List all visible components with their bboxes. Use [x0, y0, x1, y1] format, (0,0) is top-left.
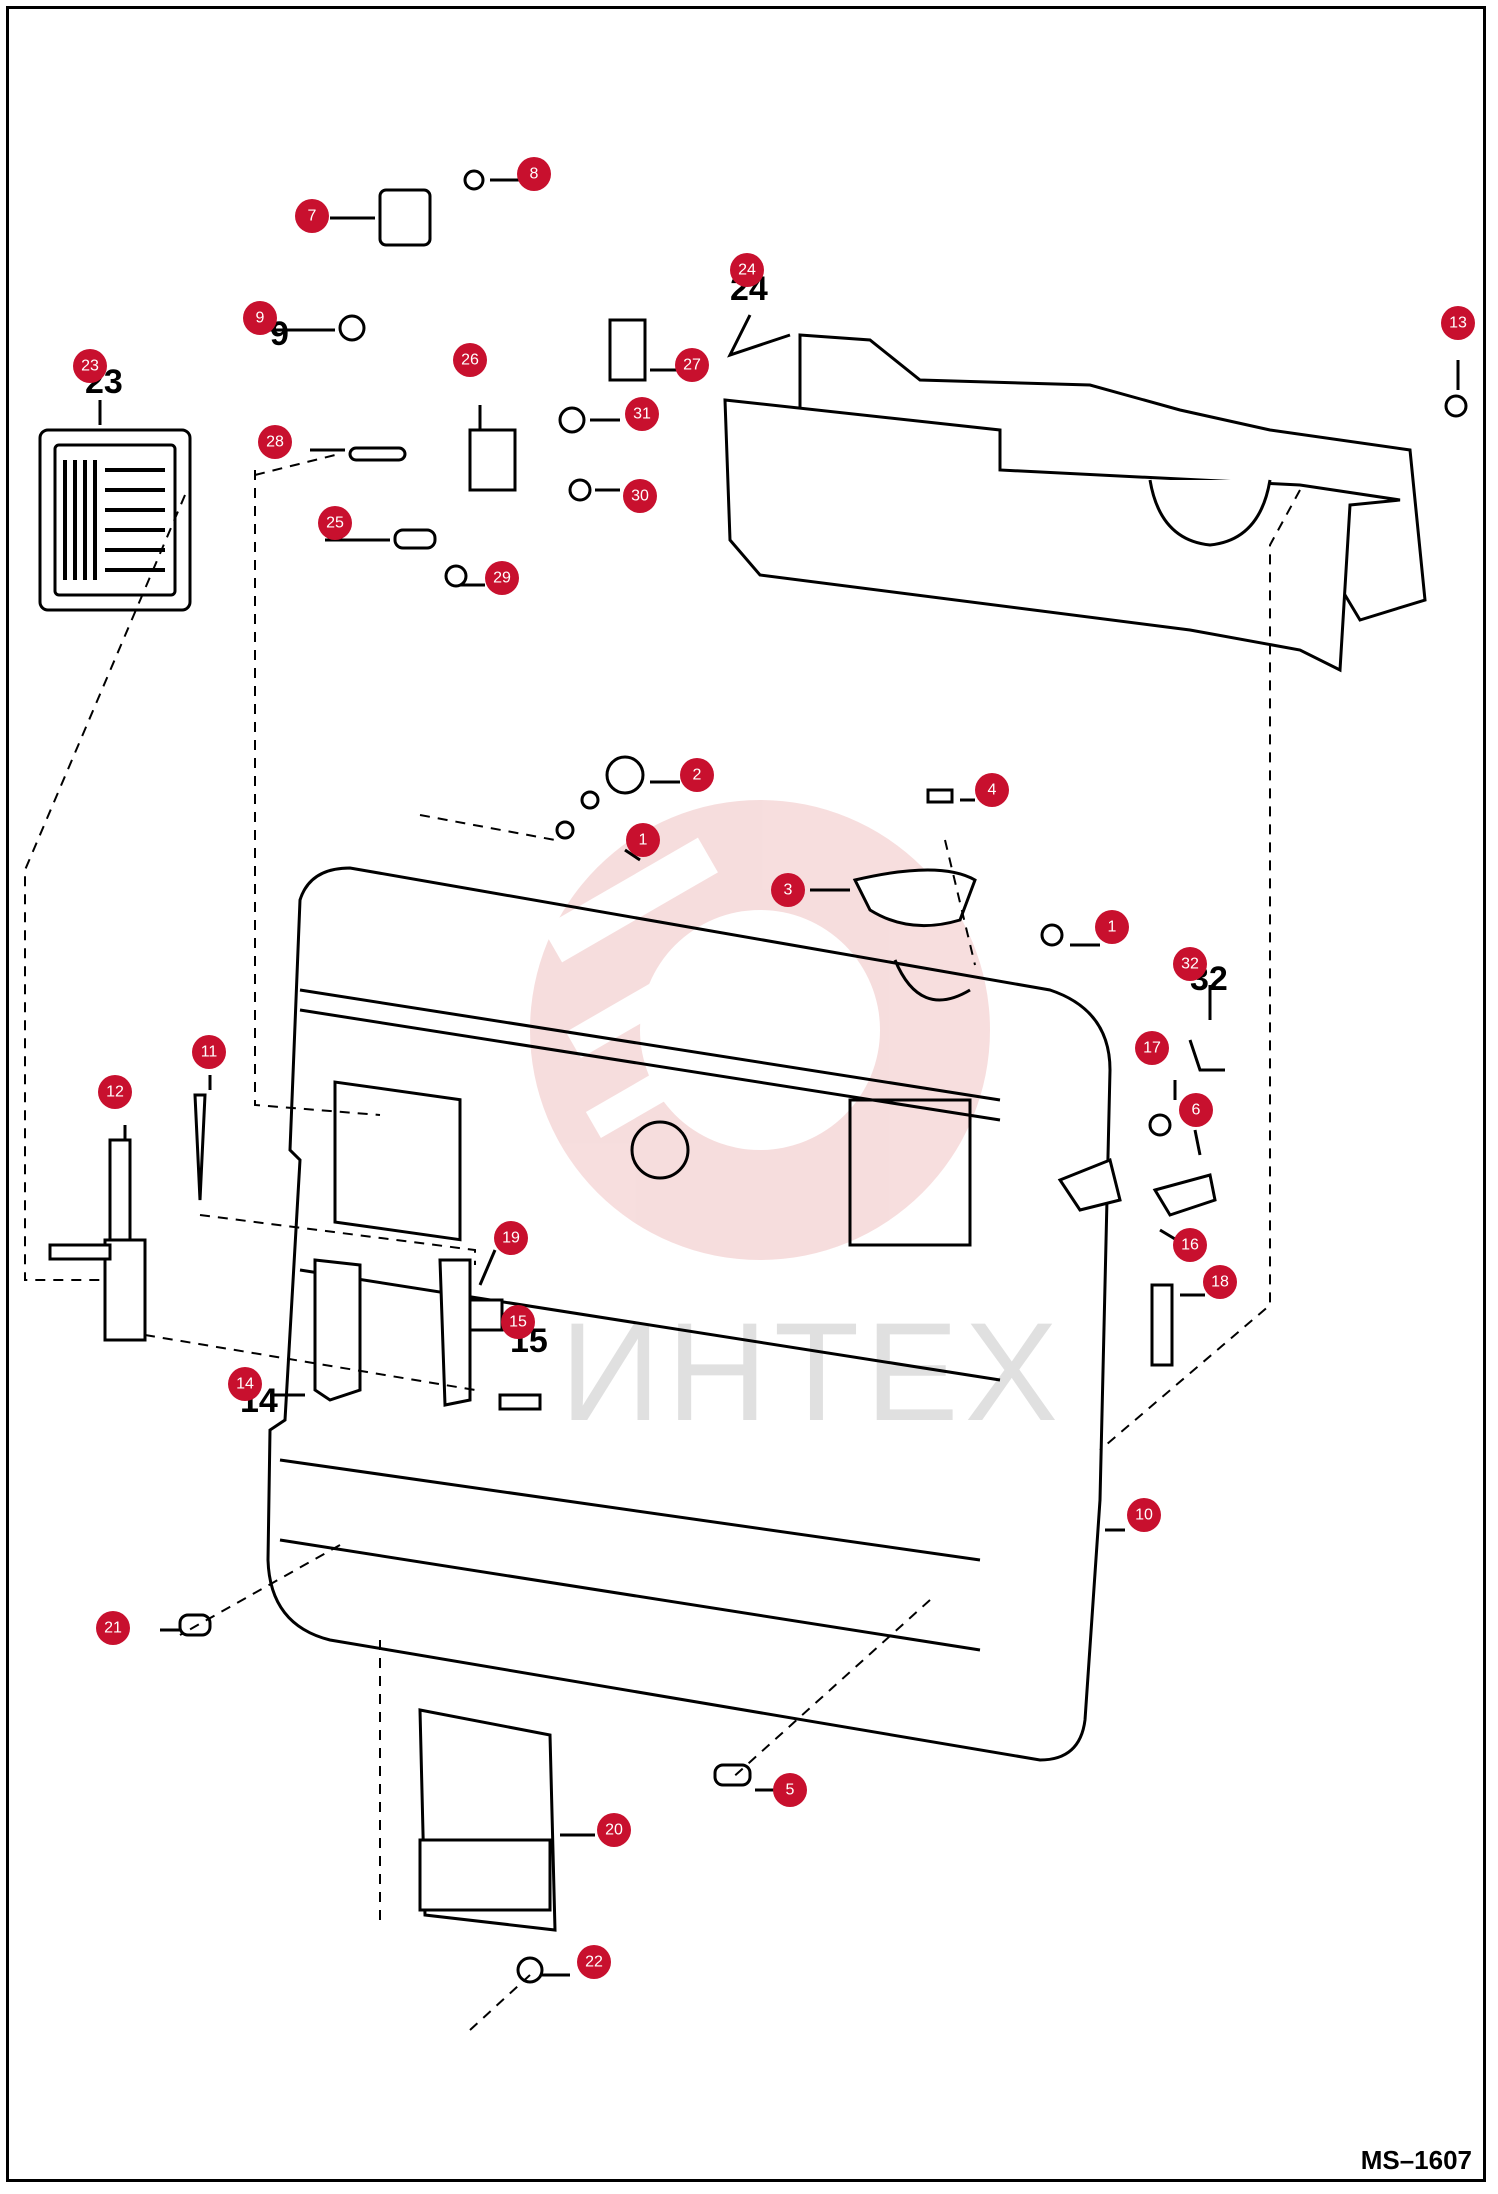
- leader-lines: [24, 454, 1301, 2031]
- callout-2-bubble: [680, 758, 714, 792]
- callout-18: 18: [1211, 1274, 1229, 1291]
- callout-1a-bubble: [626, 823, 660, 857]
- callout-5-bubble: [773, 1773, 807, 1807]
- callout-21-bubble: [96, 1611, 130, 1645]
- callout-22-bubble: [577, 1945, 611, 1979]
- callout-9: 9: [256, 310, 265, 327]
- callout-3-bubble: [771, 873, 805, 907]
- callout-11-bubble: [192, 1035, 226, 1069]
- callout-15-bubble: [501, 1305, 535, 1339]
- callout-10: 10: [1135, 1507, 1153, 1524]
- callout-32-bubble: [1173, 947, 1207, 981]
- callout-16-bubble: [1173, 1228, 1207, 1262]
- callout-28: 28: [266, 434, 284, 451]
- callout-15: 15: [509, 1314, 527, 1331]
- callout-12-bubble: [98, 1075, 132, 1109]
- callout-29-bubble: [485, 561, 519, 595]
- watermark-text: ИНТЕХ: [560, 1293, 1064, 1450]
- callout-4-bubble: [975, 773, 1009, 807]
- callout-27: 27: [683, 357, 701, 374]
- callout-25-bubble: [318, 506, 352, 540]
- callout-7-bubble: [295, 199, 329, 233]
- callout-29: 29: [493, 570, 511, 587]
- callout-30-bubble: [623, 479, 657, 513]
- callout-28-bubble: [258, 425, 292, 459]
- callout-20-bubble: [597, 1813, 631, 1847]
- main-console-panel: [266, 866, 1112, 1762]
- diagram-frame: [6, 6, 1486, 2182]
- callout-23: 23: [81, 358, 99, 375]
- callout-5: 5: [786, 1782, 795, 1799]
- callout-1b: 1: [1108, 919, 1117, 936]
- callout-24: 24: [738, 262, 756, 279]
- callout-23-bubble: [73, 349, 107, 383]
- callout-24-bubble: [730, 253, 764, 287]
- callout-27-bubble: [675, 348, 709, 382]
- solid-leaders: [98, 178, 1460, 1977]
- callout-13-bubble: [1441, 306, 1475, 340]
- callout-18-bubble: [1203, 1265, 1237, 1299]
- callout-14: 14: [236, 1376, 254, 1393]
- callout-25: 25: [326, 515, 344, 532]
- callout-17: 17: [1143, 1040, 1161, 1057]
- callout-17-bubble: [1135, 1031, 1169, 1065]
- figure-code: MS–1607: [1360, 2145, 1472, 2175]
- callout-8-bubble: [517, 157, 551, 191]
- callout-13: 13: [1449, 315, 1467, 332]
- callout-32: 32: [1181, 956, 1199, 973]
- watermark-logo: [530, 800, 990, 1260]
- callouts: 7 8 9 23 26 27 28 31 30 25 29 24 13 2 4 …: [73, 157, 1475, 1979]
- callout-6: 6: [1192, 1102, 1201, 1119]
- rear-panel-cover: [723, 333, 1427, 673]
- callout-20: 20: [605, 1822, 623, 1839]
- callout-9-bubble: [243, 301, 277, 335]
- callout-6-bubble: [1179, 1093, 1213, 1127]
- callout-26-bubble: [453, 343, 487, 377]
- callout-1a: 1: [639, 832, 648, 849]
- callout-7: 7: [308, 208, 317, 225]
- callout-2: 2: [693, 767, 702, 784]
- callout-1b-bubble: [1095, 910, 1129, 944]
- callout-31: 31: [633, 406, 651, 423]
- callout-19: 19: [502, 1230, 520, 1247]
- callout-11: 11: [201, 1044, 218, 1061]
- callout-22: 22: [585, 1954, 603, 1971]
- callout-16: 16: [1181, 1237, 1199, 1254]
- callout-19-bubble: [494, 1221, 528, 1255]
- callout-4: 4: [988, 782, 997, 799]
- hardware-parts: [48, 169, 1468, 1984]
- callout-14-bubble: [228, 1367, 262, 1401]
- callout-21: 21: [104, 1620, 122, 1637]
- callout-8: 8: [530, 166, 539, 183]
- callout-12: 12: [106, 1084, 124, 1101]
- callout-3: 3: [784, 882, 793, 899]
- callout-10-bubble: [1127, 1498, 1161, 1532]
- callout-31-bubble: [625, 397, 659, 431]
- vent-grille: [38, 428, 192, 612]
- callout-26: 26: [461, 352, 479, 369]
- callout-30: 30: [631, 488, 649, 505]
